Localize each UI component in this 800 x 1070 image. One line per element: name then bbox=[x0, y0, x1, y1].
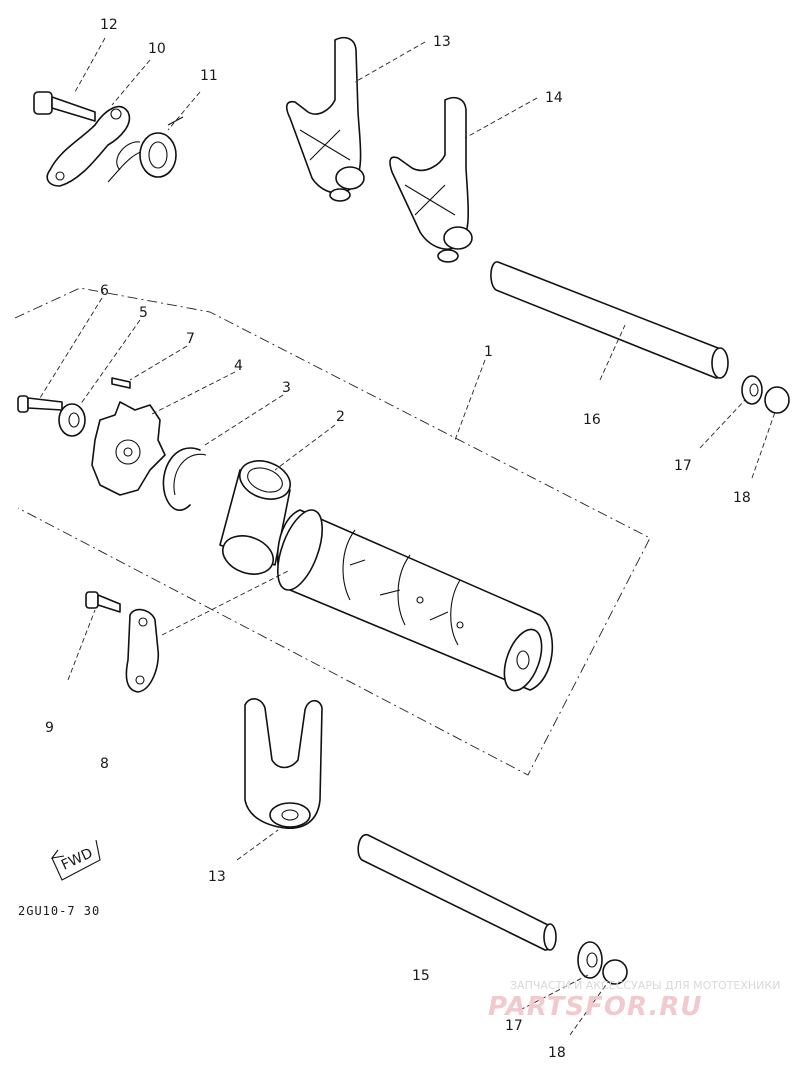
callout-15: 15 bbox=[412, 968, 430, 984]
plate-part-8 bbox=[125, 608, 160, 693]
leader-6 bbox=[39, 297, 103, 399]
leader-17-lower bbox=[519, 974, 589, 1011]
callout-8: 8 bbox=[100, 756, 109, 772]
callout-9: 9 bbox=[45, 720, 54, 736]
circlip-part-17-lower bbox=[577, 941, 603, 979]
leader-17-upper bbox=[699, 399, 746, 449]
leader-5 bbox=[79, 319, 141, 406]
callout-17-lower: 17 bbox=[505, 1018, 523, 1034]
callout-5: 5 bbox=[139, 305, 148, 321]
shift-fork-part-13-lower bbox=[244, 698, 323, 829]
leader-18-lower bbox=[569, 981, 609, 1036]
drawing-code: 2GU10-7 30 bbox=[18, 904, 100, 918]
callout-10: 10 bbox=[148, 41, 166, 57]
washer-part-18-lower bbox=[602, 959, 628, 985]
callout-6: 6 bbox=[100, 283, 109, 299]
leader-3 bbox=[204, 394, 284, 446]
washer-part-5 bbox=[58, 403, 86, 437]
segment-part-4 bbox=[91, 401, 166, 496]
callout-16: 16 bbox=[583, 412, 601, 428]
leader-2 bbox=[274, 424, 336, 471]
callout-12: 12 bbox=[100, 17, 118, 33]
bearing-part-2 bbox=[219, 460, 291, 575]
leader-7 bbox=[129, 345, 188, 381]
pin-part-7 bbox=[111, 377, 131, 389]
washer-part-18-upper bbox=[764, 386, 790, 414]
callout-18-lower: 18 bbox=[548, 1045, 566, 1061]
callout-1: 1 bbox=[484, 344, 493, 360]
shift-arm-part-10 bbox=[46, 106, 131, 187]
callout-13-lower: 13 bbox=[208, 869, 226, 885]
shift-fork-part-13-upper bbox=[285, 36, 365, 202]
watermark-brand: PARTSFOR.RU bbox=[488, 992, 702, 1022]
callout-11: 11 bbox=[200, 68, 218, 84]
shift-fork-part-14 bbox=[389, 96, 473, 263]
forward-arrow-icon bbox=[50, 839, 101, 881]
callout-2: 2 bbox=[336, 409, 345, 425]
callout-14: 14 bbox=[545, 90, 563, 106]
leader-4 bbox=[149, 371, 236, 416]
leader-16 bbox=[599, 324, 626, 381]
guide-bar-part-15 bbox=[357, 834, 557, 951]
callout-7: 7 bbox=[186, 331, 195, 347]
leader-13-lower bbox=[236, 829, 279, 861]
circlip-part-3 bbox=[162, 447, 207, 511]
pin-part-6 bbox=[17, 395, 63, 413]
assembly-boundary bbox=[14, 287, 651, 776]
leader-1 bbox=[454, 359, 486, 441]
callout-18-upper: 18 bbox=[733, 490, 751, 506]
shift-drum bbox=[276, 509, 554, 692]
callout-4: 4 bbox=[234, 358, 243, 374]
leader-18-upper bbox=[751, 411, 776, 479]
watermark-tagline: ЗАПЧАСТИ И АКСЕССУАРЫ ДЛЯ МОТОТЕХНИКИ bbox=[510, 979, 780, 992]
leader-10 bbox=[111, 59, 151, 106]
leader-8 bbox=[161, 569, 291, 636]
callout-3: 3 bbox=[282, 380, 291, 396]
fwd-label: FWD bbox=[59, 845, 95, 873]
leader-12 bbox=[74, 37, 106, 93]
screw-part-9 bbox=[85, 591, 121, 613]
callout-13-upper: 13 bbox=[433, 34, 451, 50]
leader-13-upper bbox=[354, 41, 426, 83]
circlip-part-17-upper bbox=[741, 375, 763, 405]
bolt-part-12 bbox=[33, 91, 96, 122]
torsion-spring-part-11 bbox=[107, 116, 184, 183]
leader-11 bbox=[167, 91, 201, 131]
guide-bar-part-16 bbox=[490, 261, 729, 379]
leader-9 bbox=[67, 609, 96, 681]
callout-17-upper: 17 bbox=[674, 458, 692, 474]
leader-14 bbox=[464, 97, 538, 139]
